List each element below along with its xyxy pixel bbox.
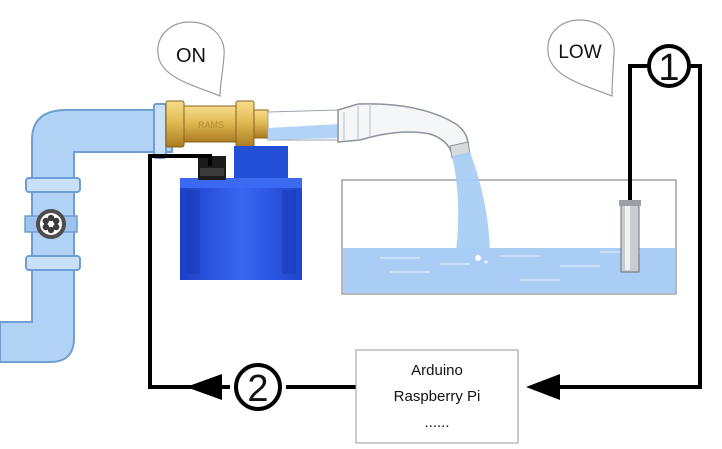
controller-box bbox=[355, 349, 519, 444]
svg-text:LOW: LOW bbox=[558, 42, 601, 63]
sensor-status-bubble: LOW bbox=[547, 19, 615, 97]
controller-label-ellipsis: ...... bbox=[424, 414, 450, 431]
arrow-left-icon bbox=[526, 374, 560, 400]
marker-2: 2 bbox=[234, 363, 282, 411]
actuator-icon bbox=[180, 146, 302, 280]
faucet-spout-icon bbox=[267, 103, 471, 159]
controller-label-arduino: Arduino bbox=[411, 362, 463, 379]
brass-valve-icon: RAMS bbox=[165, 100, 269, 148]
svg-text:RAMS: RAMS bbox=[198, 120, 224, 130]
svg-text:ON: ON bbox=[176, 45, 206, 67]
water-stream bbox=[452, 152, 490, 252]
svg-text:1: 1 bbox=[658, 47, 679, 89]
svg-text:2: 2 bbox=[247, 368, 268, 410]
marker-1: 1 bbox=[647, 44, 691, 89]
controller-label-raspberry-pi: Raspberry Pi bbox=[393, 388, 481, 405]
valve-status-bubble: ON bbox=[157, 21, 225, 97]
water-tank bbox=[341, 179, 677, 295]
pipe-flange-gear-icon bbox=[24, 209, 78, 239]
water-level-sensor-icon bbox=[619, 200, 641, 273]
arrow-left-icon bbox=[186, 374, 222, 400]
control-wires bbox=[148, 64, 702, 389]
water-pipe bbox=[0, 103, 173, 363]
